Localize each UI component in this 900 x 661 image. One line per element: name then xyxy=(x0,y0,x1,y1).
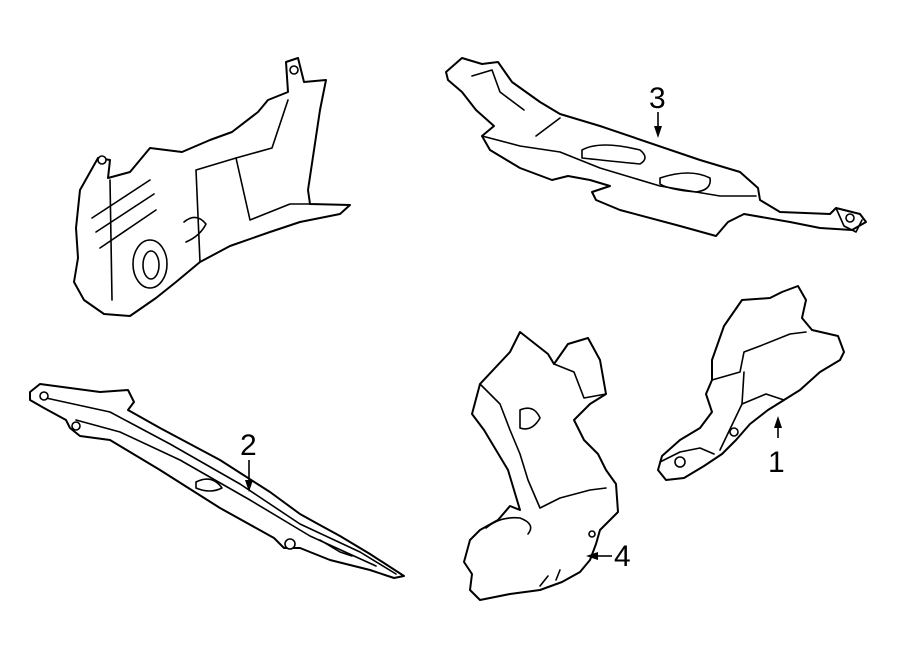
callout-1: 1 xyxy=(768,416,785,479)
callout-3-label: 3 xyxy=(649,82,666,115)
callout-2-arrowhead xyxy=(245,480,253,492)
heat-shield-upper-left xyxy=(73,57,351,317)
callout-3: 3 xyxy=(649,82,666,138)
callout-2: 2 xyxy=(240,429,257,492)
callout-2-label: 2 xyxy=(240,429,257,462)
callout-4-label: 4 xyxy=(614,540,631,573)
part-3-shield xyxy=(445,57,867,237)
callout-1-label: 1 xyxy=(768,446,785,479)
callout-1-arrowhead xyxy=(774,416,782,428)
callout-3-arrowhead xyxy=(654,126,662,138)
part-2-bar xyxy=(29,383,405,579)
part-4-shield xyxy=(463,331,619,601)
callout-4-arrowhead xyxy=(586,552,598,560)
part-1-shield xyxy=(657,285,845,481)
callout-4: 4 xyxy=(586,540,631,573)
